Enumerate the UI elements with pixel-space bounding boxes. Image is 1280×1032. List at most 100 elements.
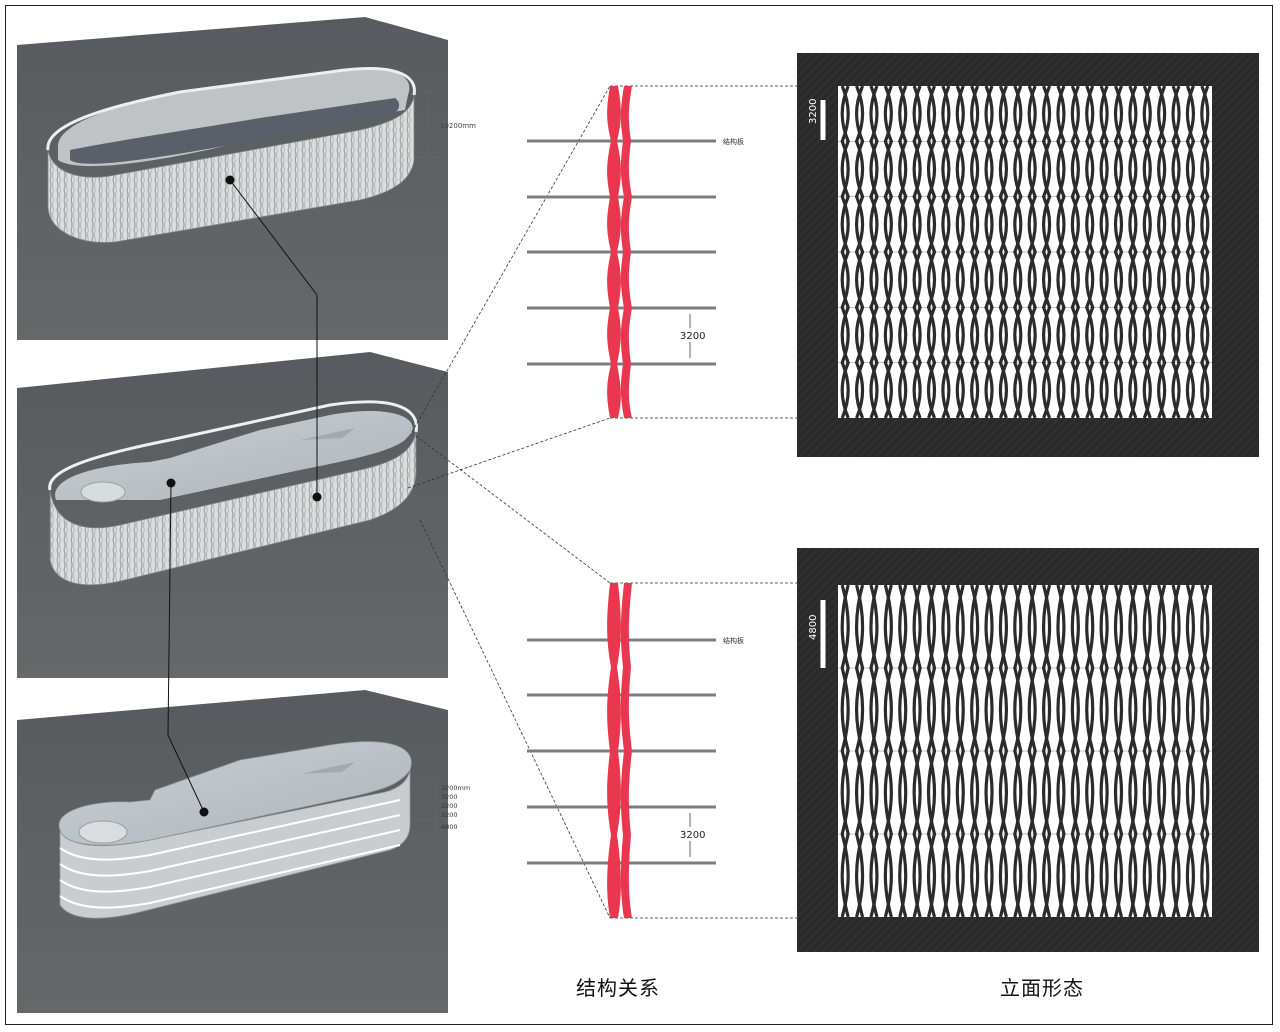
- facade-rib: [984, 584, 994, 918]
- facade-rib: [1084, 85, 1095, 419]
- facade-rib: [898, 584, 908, 918]
- facade-rib: [883, 85, 893, 419]
- connector-dot: [225, 175, 235, 185]
- facade-rib: [998, 85, 1009, 419]
- facade-rib: [955, 584, 965, 918]
- facade-rib: [955, 85, 965, 419]
- facade-rib: [1041, 85, 1052, 419]
- ring-rim: [46, 67, 416, 151]
- middle-facade: [49, 431, 417, 586]
- middle-rim: [48, 400, 418, 491]
- facade-rib: [969, 85, 980, 419]
- facade-rib: [1099, 584, 1109, 918]
- facade-rib: [1128, 584, 1138, 918]
- bottom-roof-round: [78, 820, 128, 844]
- facade-rib: [840, 584, 850, 918]
- section-lower: 结构板 3200: [527, 583, 744, 918]
- floor-dimension: 3200mm 3200 3200 3200 4800: [412, 779, 470, 833]
- middle-roof-notch: [300, 428, 355, 440]
- facade-rib: [926, 584, 937, 918]
- facade-rib: [1113, 85, 1124, 419]
- leader-lines: [407, 85, 865, 919]
- facade-rib: [955, 85, 965, 419]
- render-panel-middle: [17, 352, 448, 678]
- section-upper: 结构板 3200: [527, 86, 744, 418]
- facade-rib: [854, 85, 865, 419]
- facade-rib: [941, 85, 951, 419]
- facade-rib: [1070, 85, 1080, 419]
- facade-rib: [1200, 584, 1210, 918]
- facade-rib: [1171, 85, 1181, 419]
- facade-rib: [854, 584, 865, 918]
- facade-rib: [840, 85, 850, 419]
- middle-roof: [55, 411, 413, 500]
- facade-rib: [941, 85, 951, 419]
- facade-rib: [1070, 584, 1080, 918]
- facade-rib: [1027, 85, 1037, 419]
- facade-rib: [1200, 85, 1210, 419]
- facade-rib: [1013, 85, 1023, 419]
- facade-rib: [869, 85, 879, 419]
- facade-rib: [1013, 85, 1023, 419]
- facade-rib: [1070, 584, 1081, 918]
- ring-void: [70, 98, 400, 164]
- facade-rib: [998, 584, 1009, 918]
- facade-rib: [969, 584, 980, 918]
- facade-rib: [1142, 584, 1152, 918]
- elevation-lower: 4800: [797, 548, 1259, 952]
- label-backdrop: [678, 827, 704, 841]
- facade-rib: [941, 584, 951, 918]
- facade-rib: [840, 584, 850, 918]
- facade-rib: [912, 584, 922, 918]
- connector-line: [167, 482, 205, 813]
- facade-rib: [854, 584, 865, 918]
- facade-rib: [998, 584, 1009, 918]
- facade-rib: [1085, 584, 1095, 918]
- facade-rib: [854, 85, 865, 419]
- facade-rib: [1056, 584, 1066, 918]
- facade-rib: [1113, 584, 1124, 918]
- facade-rib: [898, 85, 908, 419]
- facade-rib: [1027, 584, 1037, 918]
- top-height-label: 19200mm: [440, 122, 476, 130]
- bottom-roof-notch: [300, 762, 355, 774]
- facade-rib: [1013, 584, 1023, 918]
- facade-rib: [1056, 584, 1066, 918]
- facade-rib: [998, 85, 1009, 419]
- facade-rib: [926, 85, 937, 419]
- label-backdrop: [678, 328, 704, 342]
- facade-rib: [912, 85, 922, 419]
- facade-rib: [1041, 584, 1052, 918]
- facade-rib: [869, 584, 879, 918]
- facade-rib: [1085, 85, 1095, 419]
- bottom-roof: [58, 741, 412, 846]
- facade-rib: [926, 85, 937, 419]
- floor-stack: [59, 769, 411, 919]
- facade-rib: [1070, 85, 1081, 419]
- facade-rib: [1113, 584, 1124, 918]
- facade-rib: [1128, 85, 1138, 419]
- floor-label: 3200: [441, 793, 458, 801]
- render-panel-bottom: 3200mm 3200 3200 3200 4800: [17, 690, 470, 1013]
- facade-rib: [1027, 85, 1037, 419]
- facade-rib: [1142, 85, 1152, 419]
- facade-rib: [1085, 584, 1095, 918]
- facade-rib: [883, 584, 894, 918]
- facade-rib: [1099, 85, 1109, 419]
- facade-rib: [1099, 85, 1109, 419]
- facade-rib: [1128, 85, 1138, 419]
- slab-label: 结构板: [723, 636, 744, 645]
- floor-label: 3200: [441, 802, 458, 810]
- facade-rib: [970, 85, 980, 419]
- facade-rib: [1200, 85, 1210, 419]
- facade-rib: [1041, 584, 1052, 918]
- facade-rib: [883, 85, 894, 419]
- structure-slabs: [527, 139, 716, 366]
- facade-rib: [1157, 584, 1167, 918]
- facade-rib: [898, 584, 908, 918]
- facade-rib: [1013, 584, 1023, 918]
- spacing-label: 3200: [680, 331, 705, 342]
- facade-rib: [1185, 584, 1196, 918]
- spacing-label: 3200: [680, 830, 705, 841]
- facade-rib: [1099, 584, 1109, 918]
